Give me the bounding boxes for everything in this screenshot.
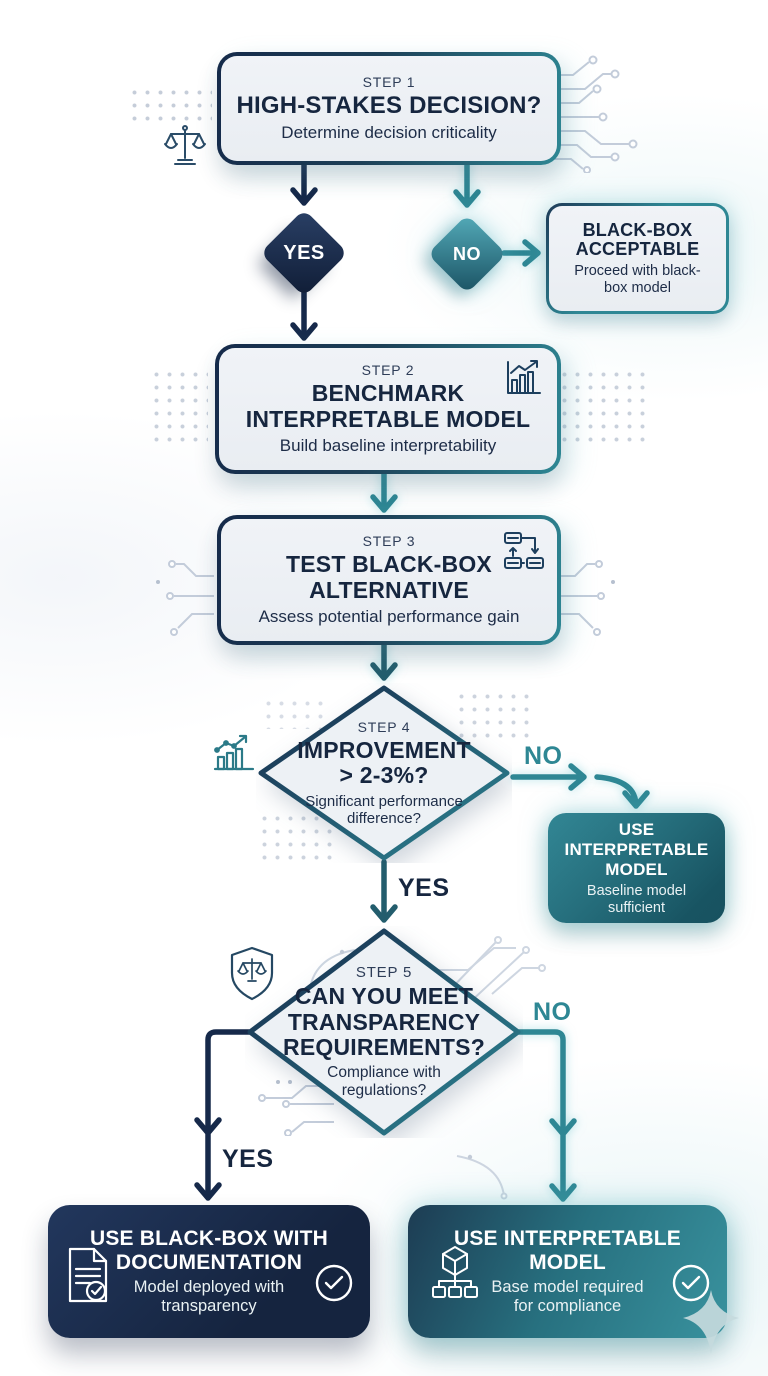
bar-chart-icon <box>507 360 541 394</box>
arrow-step2-to-step3 <box>370 463 398 513</box>
step4-no-label: NO <box>524 742 563 770</box>
step1-node: STEP 1 HIGH-STAKES DECISION? Determine d… <box>217 52 561 165</box>
final-blackbox-subtitle: Model deployed with transparency <box>133 1277 285 1315</box>
step5-yes-label: YES <box>222 1145 274 1173</box>
step2-label: STEP 2 <box>361 362 415 379</box>
step4-title-line2: > 2-3%? <box>339 762 429 789</box>
arrow-yes-to-step2 <box>290 289 318 341</box>
arrow-step1-to-yes <box>290 154 318 206</box>
final-interpretable-node: USE INTERPRETABLE MODEL Base model requi… <box>408 1205 727 1338</box>
dot-grid-pattern <box>150 368 208 450</box>
arrow-step5-no-branch <box>516 1029 577 1202</box>
step4-label: STEP 4 <box>357 718 411 735</box>
blackbox-acceptable-node: BLACK-BOX ACCEPTABLE Proceed with black-… <box>546 203 729 314</box>
use-interpretable-note-node: USE INTERPRETABLE MODEL Baseline model s… <box>548 813 725 923</box>
use-interpretable-note-title: USE INTERPRETABLE MODEL <box>564 819 709 879</box>
step5-diamond-shape <box>247 928 521 1136</box>
step5-subtitle: Compliance with regulations? <box>327 1064 441 1099</box>
step2-node: STEP 2 BENCHMARK INTERPRETABLE MODEL Bui… <box>215 344 561 474</box>
model-hierarchy-icon <box>432 1246 478 1298</box>
step3-subtitle: Assess potential performance gain <box>258 607 520 627</box>
dot-grid-pattern <box>262 697 328 729</box>
arrow-step4-no-right <box>510 763 587 791</box>
check-circle-icon <box>315 1264 353 1302</box>
arrow-step3-to-step4 <box>370 634 398 681</box>
circuit-arc-icon <box>456 1154 508 1200</box>
final-blackbox-title: USE BLACK-BOX WITH DOCUMENTATION <box>89 1227 329 1274</box>
scales-icon <box>164 125 206 165</box>
final-interpretable-subtitle: Base model required for compliance <box>491 1277 644 1315</box>
arrow-no-to-blackbox <box>501 239 541 267</box>
yes-decision-diamond: YES <box>260 209 348 297</box>
step5-node: STEP 5 CAN YOU MEET TRANSPARENCY REQUIRE… <box>245 926 523 1138</box>
use-interpretable-note-subtitle: Baseline model sufficient <box>586 882 687 916</box>
circuit-traces-icon <box>156 560 214 636</box>
step1-title: HIGH-STAKES DECISION? <box>236 92 542 120</box>
step2-subtitle: Build baseline interpretability <box>279 436 497 456</box>
circuit-traces-icon <box>557 560 615 636</box>
step1-subtitle: Determine decision criticality <box>281 123 497 143</box>
step4-yes-label: YES <box>398 874 450 902</box>
step3-node: STEP 3 TEST BLACK-BOX ALTERNATIVE Assess… <box>217 515 561 645</box>
yes-label: YES <box>283 241 325 264</box>
no-decision-diamond: NO <box>427 214 507 294</box>
dot-grid-pattern <box>455 690 535 738</box>
step1-label: STEP 1 <box>362 74 416 91</box>
step4-diamond-shape <box>258 685 510 861</box>
step4-title-line1: IMPROVEMENT <box>297 736 471 763</box>
arrow-step4-yes-down <box>370 859 398 923</box>
arrow-step5-yes-branch <box>194 1029 252 1201</box>
step3-label: STEP 3 <box>362 533 416 550</box>
step4-subtitle: Significant performance difference? <box>305 792 463 827</box>
circuit-traces-icon <box>555 55 638 173</box>
step3-title: TEST BLACK-BOX ALTERNATIVE <box>286 551 492 603</box>
step5-title: CAN YOU MEET TRANSPARENCY REQUIREMENTS? <box>283 983 485 1060</box>
shield-scales-icon <box>230 946 274 1001</box>
sparkle-icon <box>683 1290 739 1354</box>
blackbox-acceptable-title: BLACK-BOX ACCEPTABLE <box>575 219 700 260</box>
dot-grid-pattern <box>128 86 212 126</box>
blackbox-acceptable-subtitle: Proceed with black-box model <box>574 263 701 296</box>
step2-title: BENCHMARK INTERPRETABLE MODEL <box>245 380 531 432</box>
step5-no-label: NO <box>533 998 572 1026</box>
arrow-step4-no-down <box>594 774 650 809</box>
workflow-icon <box>504 532 544 569</box>
final-blackbox-node: USE BLACK-BOX WITH DOCUMENTATION Model d… <box>48 1205 370 1338</box>
dot-grid-pattern <box>558 368 648 450</box>
step4-node: STEP 4 IMPROVEMENT > 2-3%? Significant p… <box>256 683 512 863</box>
arrow-step1-to-no <box>453 154 481 208</box>
check-circle-icon <box>672 1264 710 1302</box>
circuit-traces-icon <box>258 1080 334 1136</box>
dot-grid-pattern <box>258 812 336 860</box>
document-check-icon <box>68 1247 108 1303</box>
no-label: NO <box>453 243 481 264</box>
final-interpretable-title: USE INTERPRETABLE MODEL <box>453 1227 682 1274</box>
step5-label: STEP 5 <box>355 964 413 982</box>
combo-chart-icon <box>213 734 255 771</box>
